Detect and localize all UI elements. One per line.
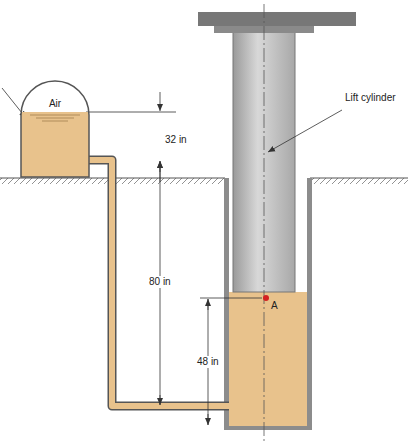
- centerline: [264, 4, 265, 442]
- platform: [198, 12, 356, 26]
- tank-outline: [20, 80, 90, 178]
- surface-mark: [30, 115, 80, 116]
- air-tank: Air: [20, 80, 90, 178]
- tank-label: Air: [20, 98, 90, 110]
- dimension-arrow: [160, 92, 161, 111]
- point-label: A: [270, 300, 279, 312]
- dimension-arrow: [160, 161, 161, 172]
- pipe-outline: [82, 160, 229, 406]
- cylinder-oil: [229, 292, 307, 426]
- surface-mark: [42, 121, 68, 122]
- tank-wall: [21, 81, 89, 177]
- ground-hatch: [310, 178, 408, 184]
- point-marker: [263, 295, 269, 301]
- surface-mark: [36, 118, 74, 119]
- part-label: Lift cylinder: [344, 92, 397, 104]
- dimension-arrow: [208, 299, 209, 310]
- tank-oil: [21, 112, 89, 177]
- dimension-label: 48 in: [196, 356, 220, 368]
- dimension-arrow: [160, 395, 161, 405]
- dimension-label: 80 in: [148, 276, 172, 288]
- dimension-label: 32 in: [164, 134, 188, 146]
- dimension-arrow: [208, 414, 209, 425]
- ground-line: [310, 178, 408, 179]
- extension-line: [86, 112, 176, 113]
- extension-line: [200, 298, 262, 299]
- leader-line: [268, 110, 342, 152]
- pipe: [82, 160, 229, 406]
